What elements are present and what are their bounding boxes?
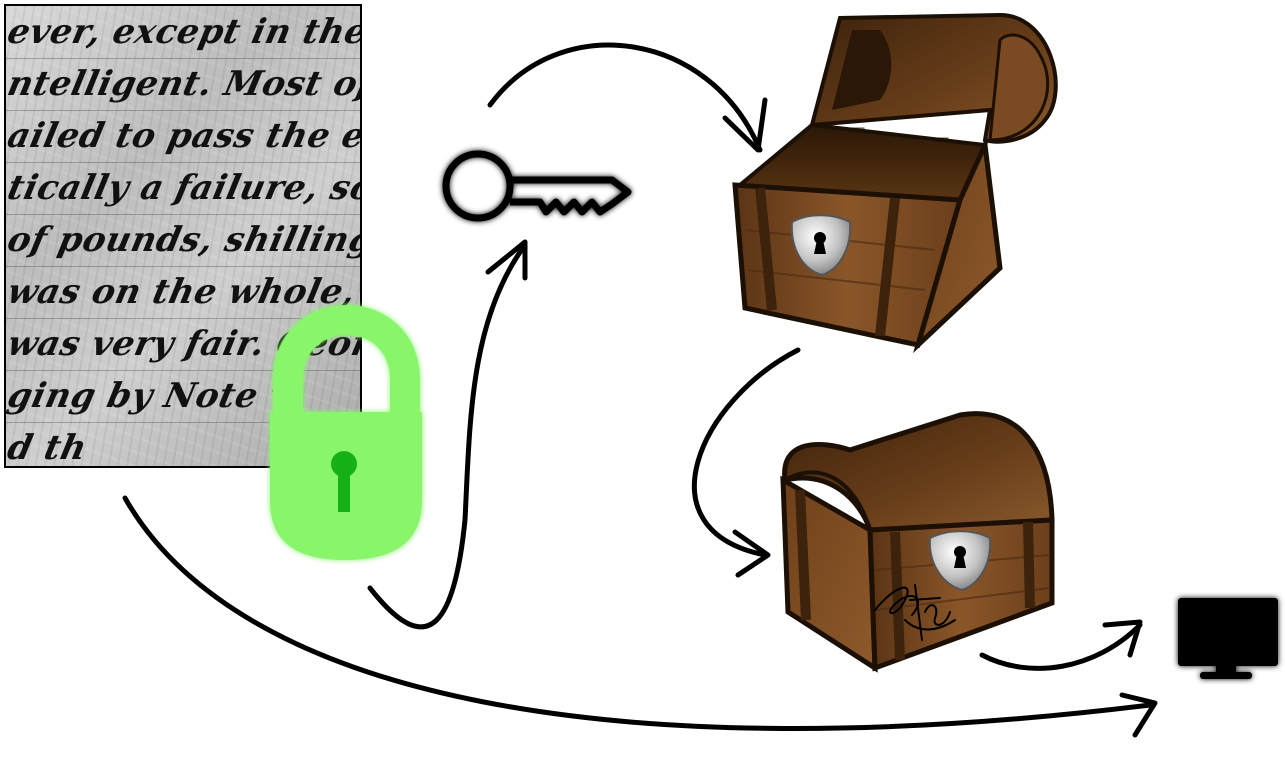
closed-treasure-chest-icon [783, 414, 1052, 668]
arrow-closed-chest-to-monitor [982, 625, 1140, 668]
key-icon [446, 154, 628, 218]
arrow-key-to-open-chest [490, 45, 760, 150]
padlock-icon [270, 320, 422, 560]
monitor-icon [1178, 598, 1278, 679]
arrowhead-monitor-bottom [1122, 695, 1155, 735]
open-treasure-chest-icon [735, 15, 1056, 345]
